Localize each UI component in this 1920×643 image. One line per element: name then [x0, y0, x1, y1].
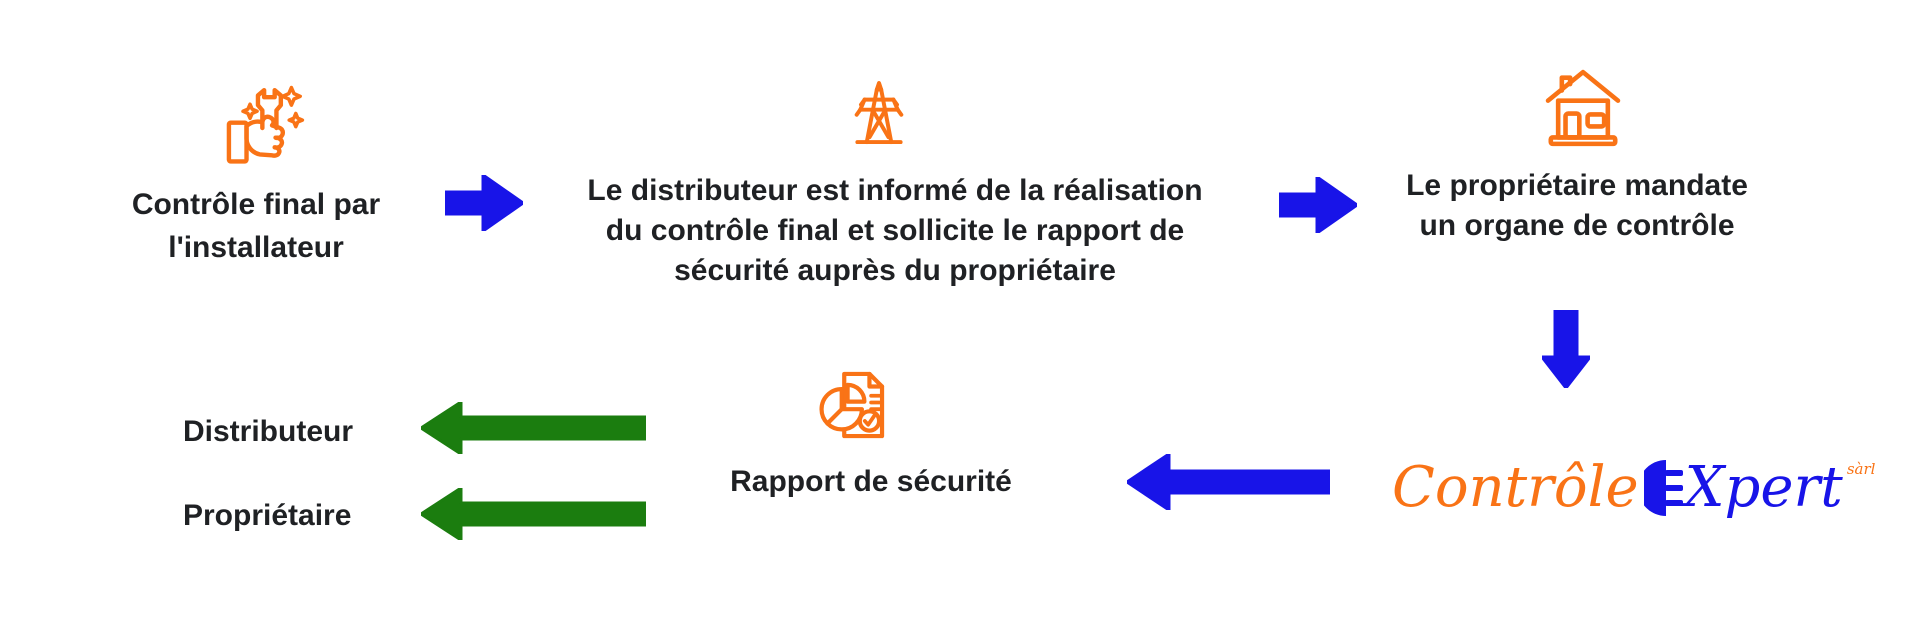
step3-label-line1: Le propriétaire mandate	[1406, 169, 1748, 202]
report-label: Rapport de sécurité	[671, 462, 1071, 502]
hand-wrench-icon	[226, 85, 305, 164]
step2-label: Le distributeur est informé de la réalis…	[515, 171, 1275, 291]
arrow-right-icon	[445, 175, 523, 231]
step3-label-line2: un organe de contrôle	[1419, 209, 1735, 242]
arrow-left-icon	[421, 488, 646, 540]
step1-label-line2: l'installateur	[168, 231, 344, 264]
owner-label-text: Propriétaire	[183, 499, 352, 532]
controle-expert-logo: Contrôle Xpert sàrl	[1392, 442, 1875, 534]
step1-label-line1: Contrôle final par	[131, 188, 381, 221]
arrow-right-icon	[1279, 177, 1357, 233]
report-piechart-icon	[819, 371, 885, 439]
step2-label-line2: du contrôle final et sollicite le rappor…	[605, 214, 1185, 247]
arrow-down-icon	[1542, 310, 1590, 388]
step1-label: Contrôle final par l'installateur	[76, 183, 436, 269]
distributor-label: Distributeur	[183, 412, 353, 452]
distributor-label-text: Distributeur	[183, 415, 354, 448]
power-pylon-icon	[854, 81, 904, 145]
owner-label: Propriétaire	[183, 496, 351, 536]
arrow-left-icon	[421, 402, 646, 454]
arrow-left-icon	[1127, 454, 1330, 510]
logo-suffix-sarl: sàrl	[1846, 460, 1876, 478]
logo-text-xpert: Xpert	[1684, 455, 1843, 520]
step3-label: Le propriétaire mandate un organe de con…	[1377, 166, 1777, 246]
step2-label-line1: Le distributeur est informé de la réalis…	[587, 174, 1203, 207]
electric-plug-icon	[1643, 460, 1683, 516]
house-icon	[1545, 69, 1621, 147]
logo-text-controle: Contrôle	[1392, 455, 1639, 520]
report-label-text: Rapport de sécurité	[730, 465, 1012, 498]
step2-label-line3: sécurité auprès du propriétaire	[674, 254, 1116, 287]
